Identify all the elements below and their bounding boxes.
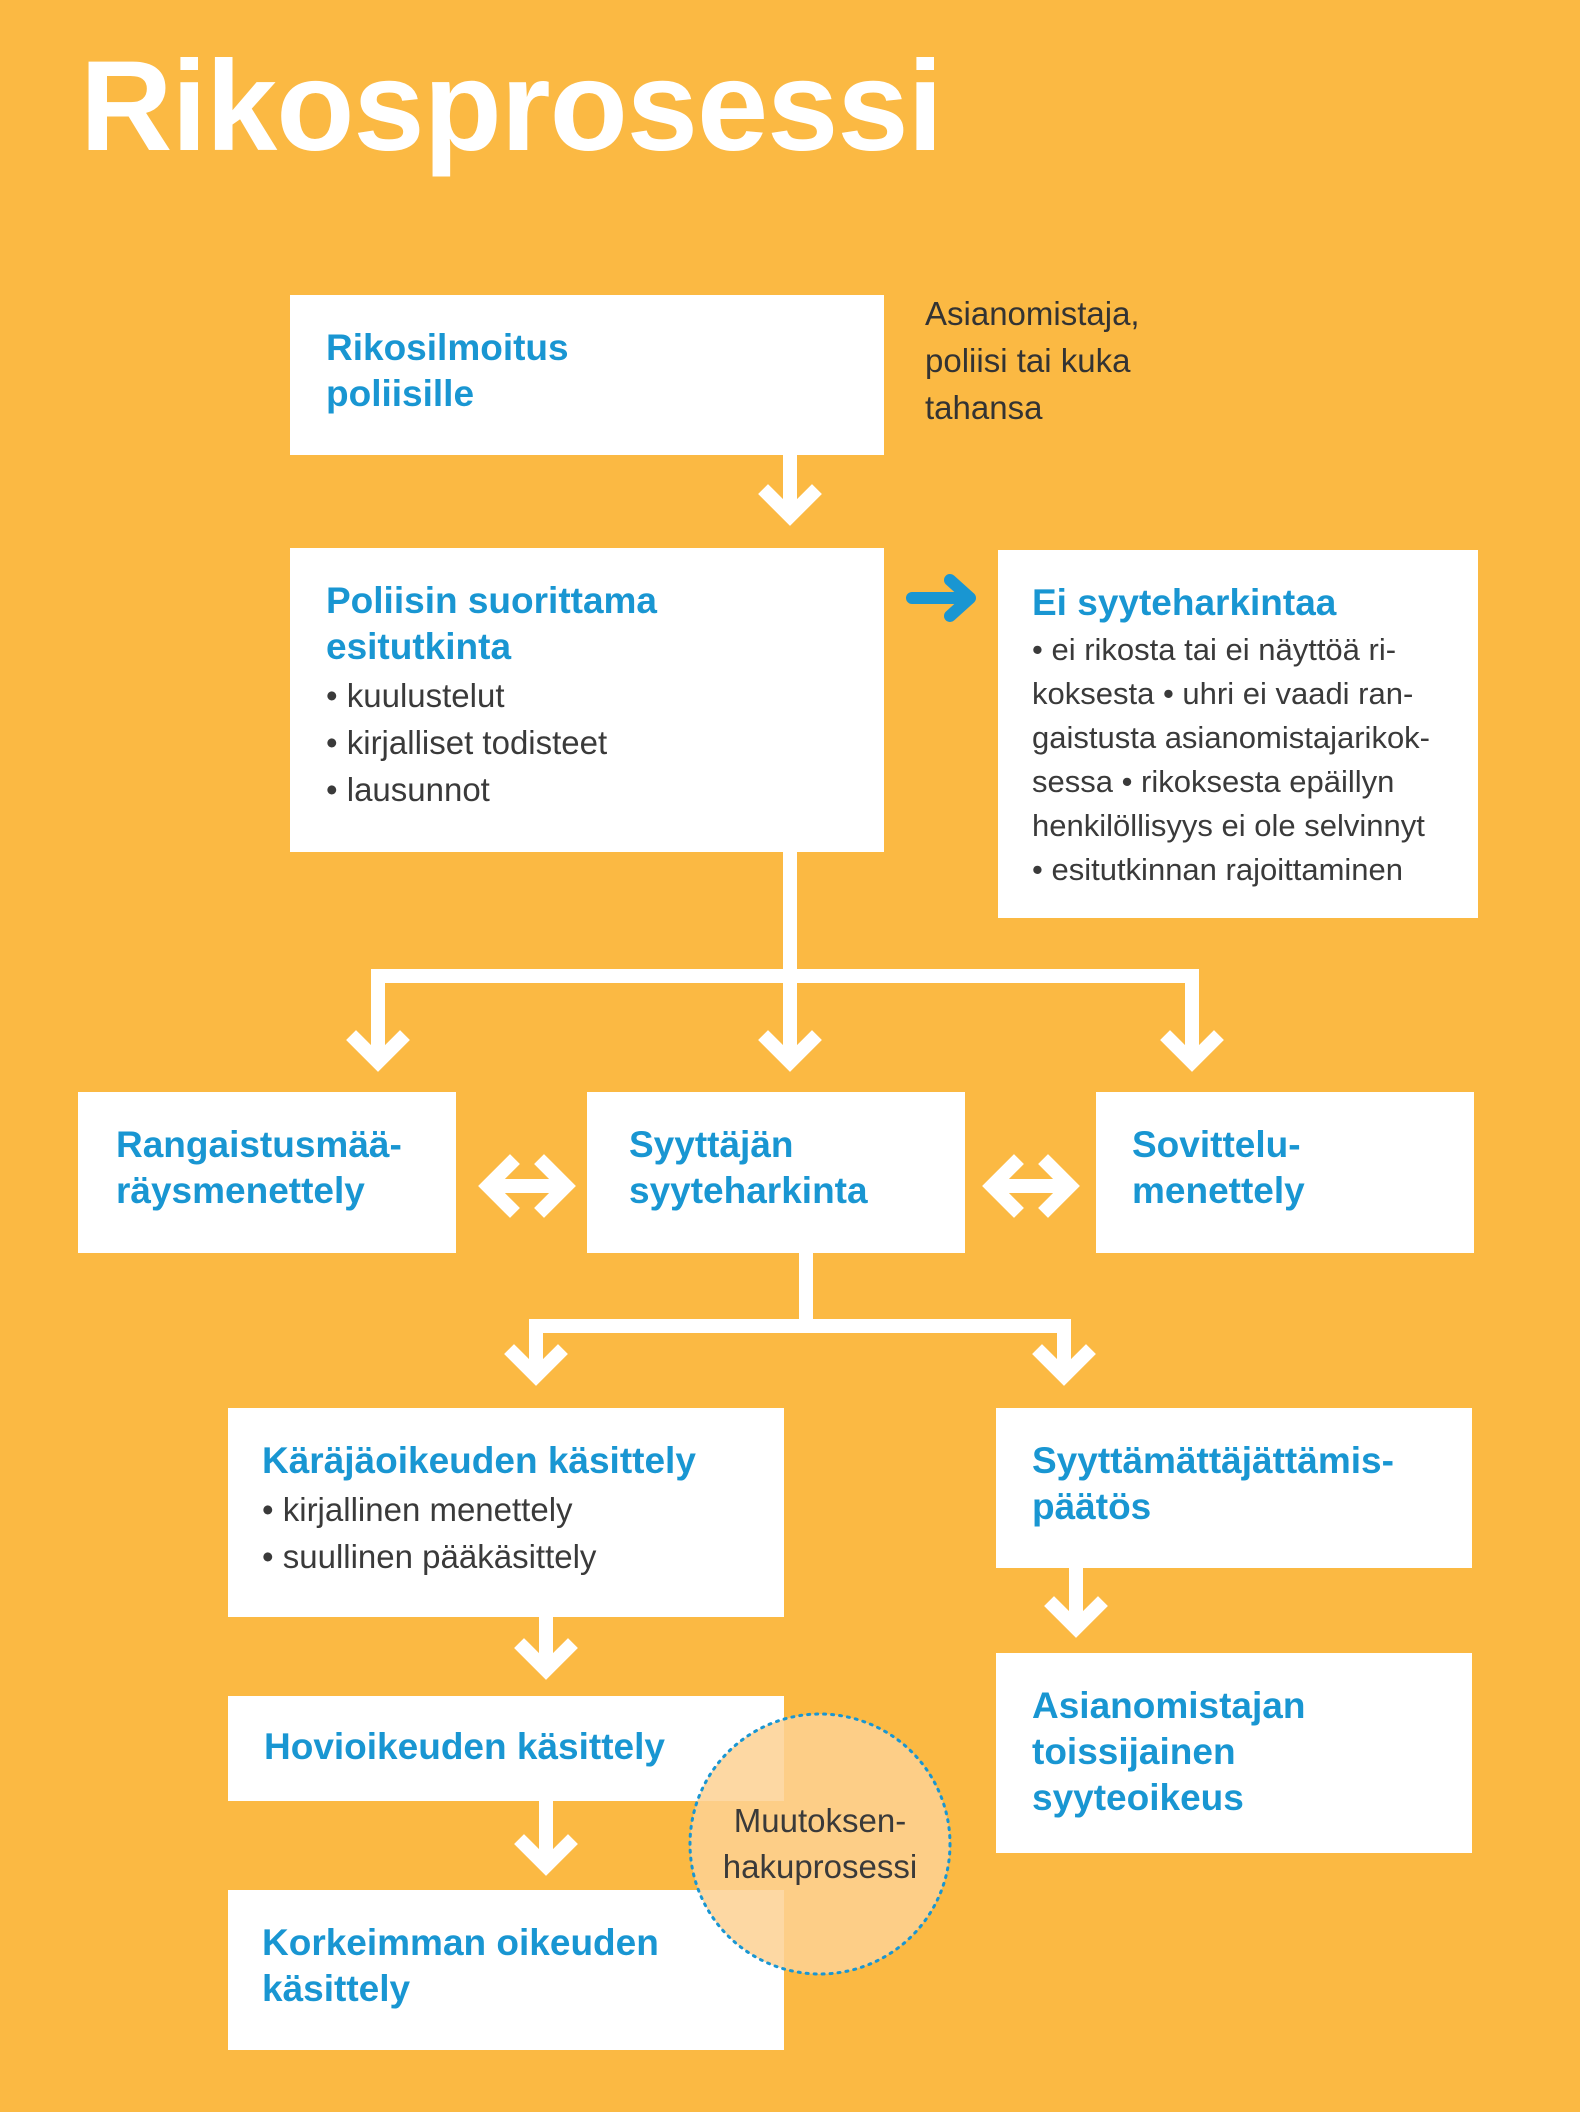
box-ei-syyteharkintaa: Ei syyteharkintaa • ei rikosta tai ei nä…	[998, 550, 1478, 918]
list-item: suullinen pääkäsittely	[262, 1533, 750, 1580]
investigation-list: kuulustelut kirjalliset todisteet lausun…	[326, 672, 848, 813]
box-title: Asianomistajan toissijainen syyteoikeus	[1032, 1685, 1306, 1818]
arrowhead-investigation	[758, 484, 822, 526]
box-rangaistusmaarays: Rangaistusmää- räysmenettely	[78, 1092, 456, 1253]
arrowhead-hovioikeus	[514, 1638, 578, 1680]
box-title: Rikosilmoitus poliisille	[326, 327, 569, 414]
list-item: kirjalliset todisteet	[326, 719, 848, 766]
box-title: Ei syyteharkintaa	[1032, 582, 1337, 623]
appeal-process-circle	[688, 1712, 952, 1976]
box-title: Korkeimman oikeuden käsittely	[262, 1922, 659, 2009]
reporter-note: Asianomistaja, poliisi tai kuka tahansa	[925, 295, 1140, 426]
box-title: Käräjäoikeuden käsittely	[262, 1440, 696, 1481]
box-title: Hovioikeuden käsittely	[264, 1726, 665, 1767]
side-arrow-to-ei-syyteharkintaa	[906, 574, 976, 622]
arrowhead-sovittelu	[1160, 1030, 1224, 1072]
double-arrow-right	[982, 1154, 1080, 1218]
box-title: Syyttämättäjättämis- päätös	[1032, 1440, 1394, 1527]
box-toissijainen: Asianomistajan toissijainen syyteoikeus	[996, 1653, 1472, 1853]
district-court-list: kirjallinen menettely suullinen pääkäsit…	[262, 1486, 750, 1580]
box-korkein: Korkeimman oikeuden käsittely	[228, 1890, 784, 2050]
arrowhead-syyttamatta	[1032, 1344, 1096, 1386]
list-item: kirjallinen menettely	[262, 1486, 750, 1533]
box-title: Poliisin suorittama esitutkinta	[326, 580, 658, 667]
arrowhead-toissijainen	[1044, 1596, 1108, 1638]
arrowhead-syyteharkinta	[758, 1030, 822, 1072]
box-syyteharkinta: Syyttäjän syyteharkinta	[587, 1092, 965, 1253]
arrowhead-korkein	[514, 1834, 578, 1876]
arrowhead-rangaistus	[346, 1030, 410, 1072]
no-prosecution-reasons: • ei rikosta tai ei näyttöä ri- koksesta…	[1032, 632, 1431, 887]
box-title: Sovittelu- menettely	[1132, 1124, 1305, 1211]
appeal-process-label: Muutoksen- hakuprosessi	[722, 1802, 918, 1885]
double-arrow-left	[478, 1154, 576, 1218]
box-sovittelu: Sovittelu- menettely	[1096, 1092, 1474, 1253]
box-syyttamattajattamis: Syyttämättäjättämis- päätös	[996, 1408, 1472, 1568]
box-esitutkinta: Poliisin suorittama esitutkinta kuuluste…	[290, 548, 884, 852]
box-rikosilmoitus: Rikosilmoitus poliisille	[290, 295, 884, 455]
arrowhead-karajaoikeus	[504, 1344, 568, 1386]
connector-prosecution-trunk	[529, 1246, 1071, 1333]
page-title: Rikosprosessi	[80, 35, 943, 178]
box-karajaoikeus: Käräjäoikeuden käsittely kirjallinen men…	[228, 1408, 784, 1617]
list-item: kuulustelut	[326, 672, 848, 719]
list-item: lausunnot	[326, 766, 848, 813]
box-hovioikeus: Hovioikeuden käsittely	[228, 1696, 784, 1801]
box-title: Rangaistusmää- räysmenettely	[116, 1124, 402, 1211]
box-title: Syyttäjän syyteharkinta	[629, 1124, 868, 1211]
